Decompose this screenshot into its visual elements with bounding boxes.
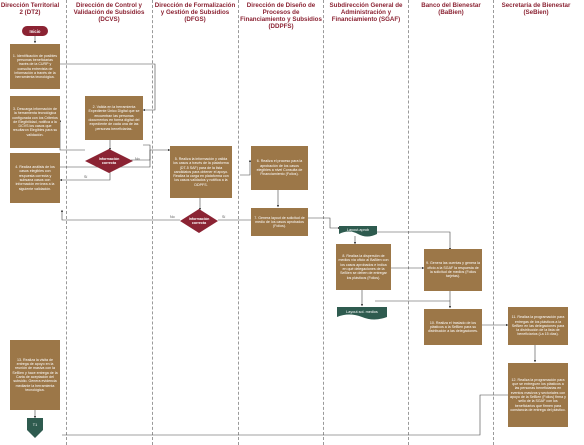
lane-title-ddpfs: Dirección de Diseño de Procesos de Finan…	[240, 2, 322, 30]
decision-2-shape	[180, 209, 218, 233]
lane-title-babien: Banco del Bienestar (BaBien)	[421, 2, 481, 16]
step-8: 8. Realiza la dispersión de medios vía o…	[336, 244, 391, 290]
lane-separator	[493, 0, 494, 445]
lane-separator	[408, 0, 409, 445]
lane-title-sebien: Secretaría de Bienestar (SeBien)	[501, 2, 571, 16]
lane-title-dt2: Dirección Territorial 2 (DT2)	[0, 2, 60, 16]
step-1: 1. Identificación de posibles personas b…	[10, 44, 60, 89]
document-layout-medios-shape	[337, 307, 387, 320]
lane-title-dfgs: Dirección de Formalización y Gestión de …	[154, 2, 236, 23]
lane-separator	[152, 0, 153, 445]
step-4: 4. Realiza análisis de los casos elegibl…	[10, 153, 60, 203]
decision-2-yes: Sí	[222, 215, 226, 219]
decision-1-label: Información correcta	[98, 156, 120, 165]
document-layout-medios: Layout.sol. medios	[346, 310, 378, 314]
step-11: 11. Realiza la programación para entrega…	[508, 307, 568, 345]
lane-separator	[323, 0, 324, 445]
start-label: Inicio	[29, 28, 41, 34]
step-9: 9. Genera las cuentas y genera la oficio…	[424, 249, 482, 291]
step-7: 7. Genera layout de solicitud de medio d…	[251, 208, 308, 236]
decision-2-no: No	[170, 215, 175, 219]
end-label: T1	[32, 423, 38, 427]
step-2: 2. Valida en la herramienta Expediente Ú…	[85, 96, 143, 140]
start-terminator: Inicio	[22, 26, 48, 36]
document-layout-aprob-shape	[339, 226, 377, 237]
decision-2-label: Información correcta	[188, 216, 210, 225]
lane-title-dcvs: Dirección de Control y Validación de Sub…	[73, 2, 145, 23]
lane-title-sgaf: Subdirección General de Administración y…	[329, 2, 403, 23]
step-5: 5. Realiza la información y valida los c…	[170, 146, 232, 198]
end-connector-shape	[27, 418, 43, 438]
step-13: 13. Realiza la visita de entrega de apoy…	[10, 340, 60, 410]
document-layout-aprob: Layout.aprob	[346, 228, 370, 232]
lane-separator	[66, 0, 67, 445]
step-6: 6. Realiza el proceso para la aprobación…	[251, 146, 308, 190]
step-10: 10. Realiza el traslado de los plásticos…	[424, 309, 482, 345]
decision-1-shape	[85, 149, 133, 173]
step-3: 3. Descarga información de la herramient…	[10, 96, 60, 148]
decision-1-no: No	[135, 157, 140, 161]
step-12: 12. Realiza la programación para que se …	[508, 363, 568, 427]
decision-1-yes: Sí	[84, 175, 88, 179]
lane-separator	[238, 0, 239, 445]
